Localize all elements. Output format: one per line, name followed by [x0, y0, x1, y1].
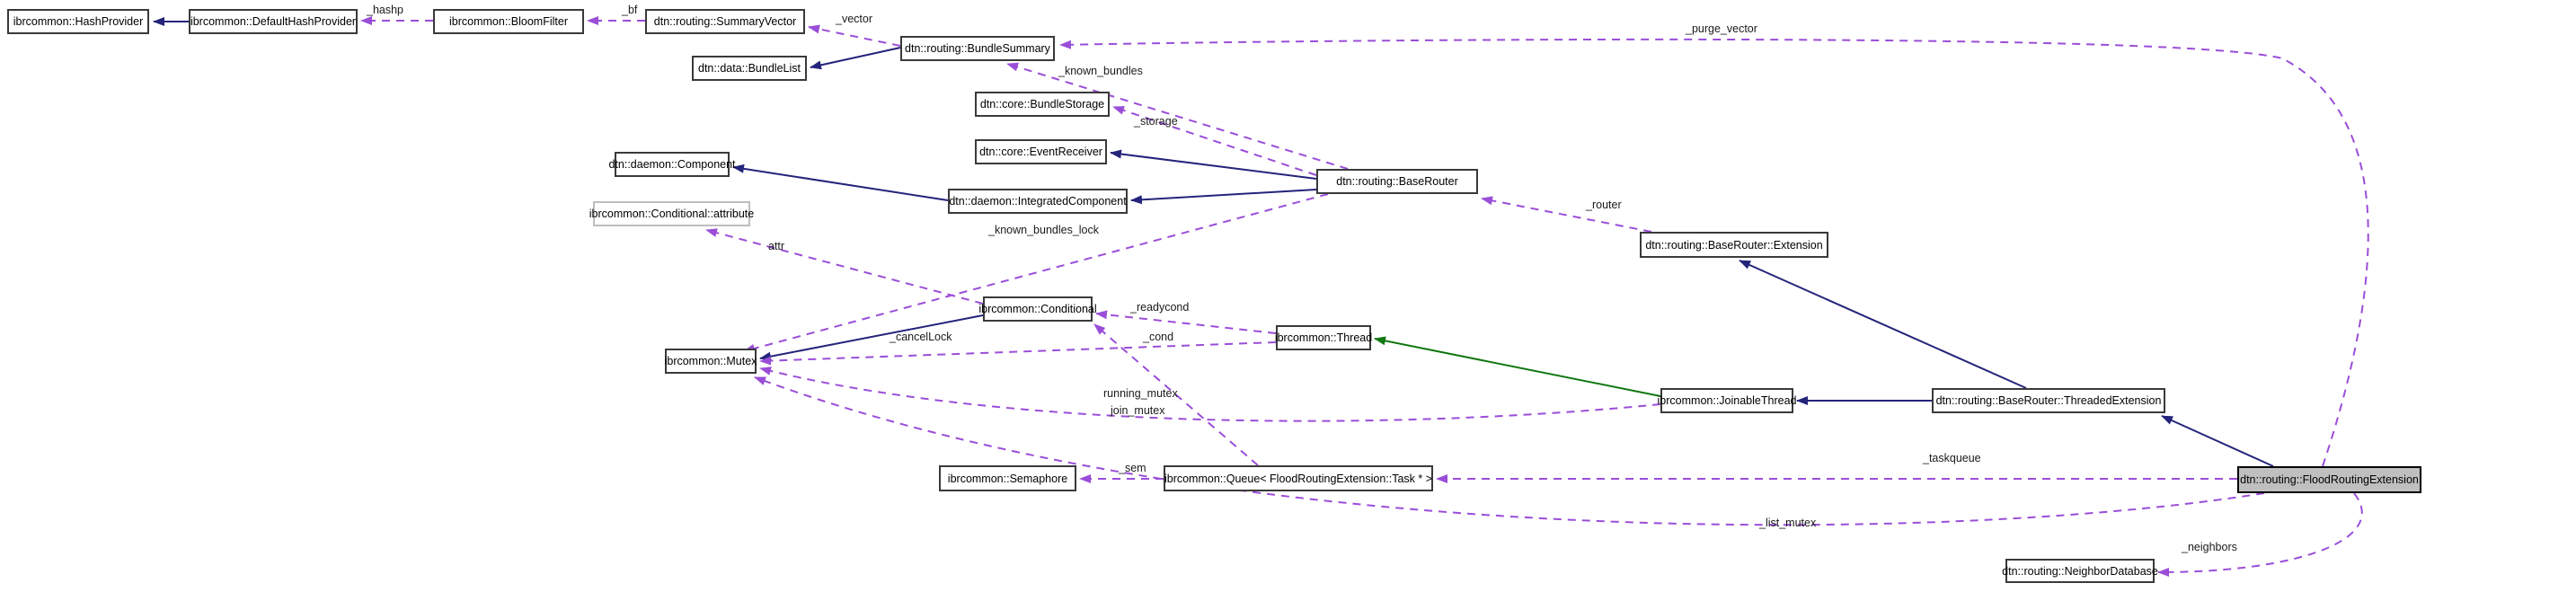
node-summaryvector[interactable]: dtn::routing::SummaryVector	[645, 9, 805, 34]
edge-label-router: _router	[1586, 199, 1622, 211]
node-bundlestorage[interactable]: dtn::core::BundleStorage	[975, 92, 1110, 117]
edge-vector	[808, 24, 901, 47]
edge-list-mutex	[754, 376, 2265, 526]
node-hashprovider[interactable]: ibrcommon::HashProvider	[7, 9, 149, 34]
edge-purge-vector	[1059, 38, 2369, 467]
edge-label-neighbors: _neighbors	[2182, 541, 2237, 553]
edge-label-storage: _storage	[1134, 115, 1178, 128]
edge-baserouter-integratedcomponent	[1130, 189, 1317, 205]
edge-neighbors	[2157, 492, 2363, 577]
node-component[interactable]: dtn::daemon::Component	[608, 152, 736, 177]
node-thread[interactable]: ibrcommon::Thread	[1275, 325, 1372, 350]
node-threadedextension[interactable]: dtn::routing::BaseRouter::ThreadedExtens…	[1932, 388, 2165, 413]
edge-joinablethread-thread	[1374, 336, 1661, 397]
node-bundlelist[interactable]: dtn::data::BundleList	[692, 56, 807, 81]
edge-bundlesummary-bundlelist	[810, 47, 901, 70]
edge-floodroutingextension-threadedextension	[2161, 415, 2274, 467]
node-task-queue[interactable]: ibrcommon::Queue< FloodRoutingExtension:…	[1164, 465, 1433, 491]
edge-readycond	[1095, 310, 1277, 334]
edge-label-taskqueue: _taskqueue	[1923, 452, 1981, 464]
edge-integratedcomponent-component	[732, 163, 949, 201]
edge-known-bundles	[1006, 62, 1349, 170]
edge-label-purge-vector: _purge_vector	[1686, 22, 1757, 35]
edge-label-sem: _sem	[1119, 462, 1146, 474]
edge-label-bf: _bf	[622, 4, 638, 16]
edge-label-attr: attr	[768, 240, 785, 252]
node-neighbordatabase[interactable]: dtn::routing::NeighborDatabase	[2002, 559, 2158, 583]
edge-cond	[1093, 323, 1259, 466]
node-eventreceiver[interactable]: dtn::core::EventReceiver	[975, 139, 1107, 164]
edge-label-running-mutex: running_mutex	[1103, 387, 1178, 400]
node-bloomfilter[interactable]: ibrcommon::BloomFilter	[433, 9, 584, 34]
edge-label-known-bundles: _known_bundles	[1058, 65, 1143, 77]
edge-baserouter-eventreceiver	[1110, 149, 1317, 180]
edge-label-list-mutex: _list_mutex	[1759, 517, 1817, 529]
edge-label-cond: _cond	[1143, 331, 1174, 343]
node-conditional[interactable]: ibrcommon::Conditional	[978, 296, 1097, 322]
node-floodroutingextension: dtn::routing::FloodRoutingExtension	[2237, 466, 2421, 493]
edge-label-cancellock: _cancelLock	[890, 331, 952, 343]
edge-threadedextension-extension	[1739, 260, 2027, 389]
edge-known-bundles-lock	[743, 193, 1329, 353]
edge-running-join-mutex	[759, 367, 1661, 422]
node-baserouter[interactable]: dtn::routing::BaseRouter	[1316, 169, 1478, 194]
node-bundlesummary[interactable]: dtn::routing::BundleSummary	[900, 36, 1055, 61]
edge-conditional-mutex	[759, 314, 984, 361]
edge-label-readycond: _readycond	[1130, 301, 1190, 314]
node-joinablethread[interactable]: ibrcommon::JoinableThread	[1658, 388, 1796, 413]
edge-label-known-bundles-lock: _known_bundles_lock	[988, 224, 1100, 236]
edge-router	[1481, 196, 1652, 233]
edge-cancellock	[759, 341, 1277, 366]
node-integratedcomponent[interactable]: dtn::daemon::IntegratedComponent	[948, 189, 1128, 214]
node-conditional-attribute: ibrcommon::Conditional::attribute	[589, 201, 754, 226]
edge-label-hashp: _hashp	[367, 4, 404, 16]
node-baserouter-extension[interactable]: dtn::routing::BaseRouter::Extension	[1640, 232, 1828, 258]
edge-storage	[1112, 106, 1317, 176]
node-defaulthashprovider[interactable]: ibrcommon::DefaultHashProvider	[189, 9, 358, 34]
edge-label-vector: _vector	[836, 13, 872, 25]
node-semaphore[interactable]: ibrcommon::Semaphore	[939, 465, 1076, 491]
node-mutex[interactable]: ibrcommon::Mutex	[665, 349, 757, 374]
edge-attr	[705, 228, 984, 305]
edge-label-join-mutex: join_mutex	[1111, 404, 1165, 417]
